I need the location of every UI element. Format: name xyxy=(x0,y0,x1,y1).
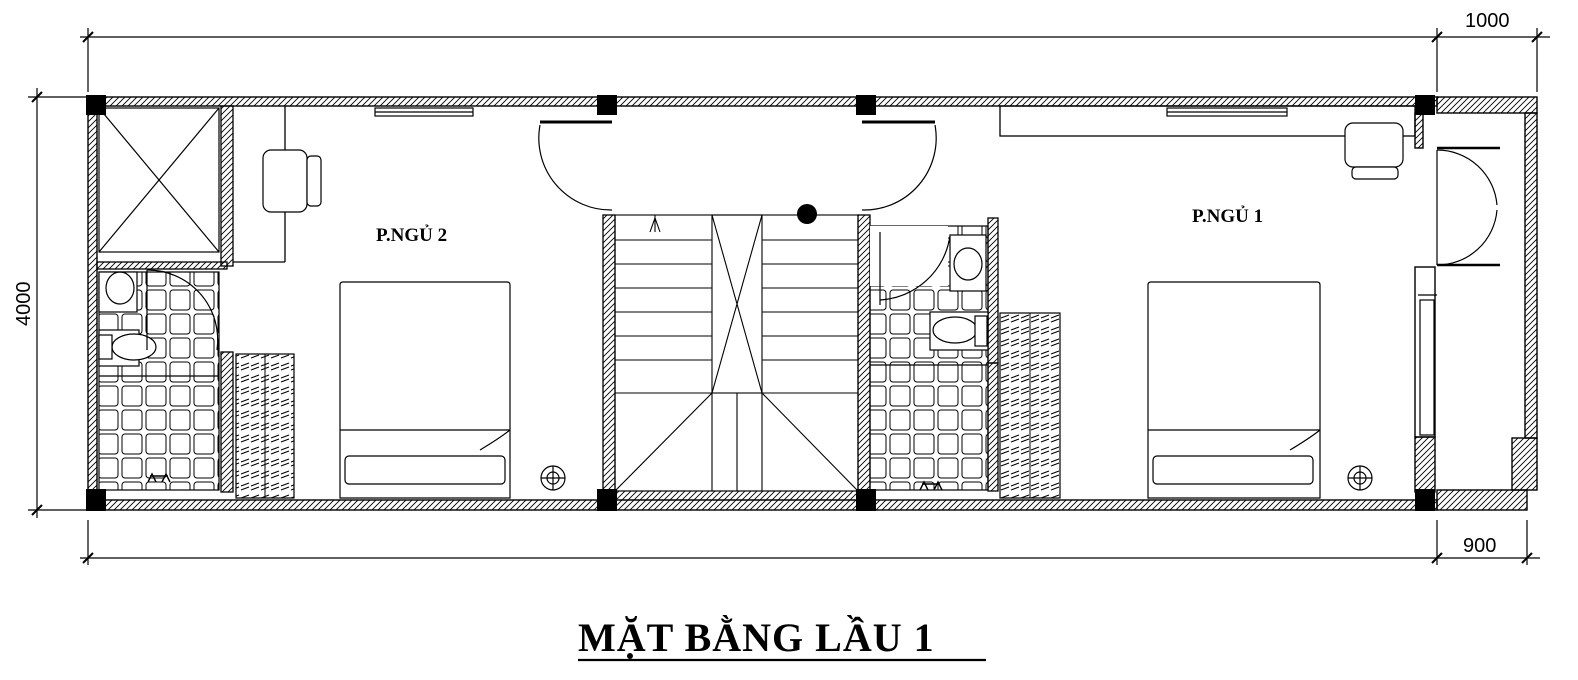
dim-label-left-height: 4000 xyxy=(13,282,35,327)
bedroom-2 xyxy=(262,107,613,499)
dim-label-top-right: 1000 xyxy=(1465,10,1510,32)
dimension-lines xyxy=(28,28,1550,565)
room-label-bedroom-2: P.NGỦ 2 xyxy=(376,224,447,246)
bedroom-1 xyxy=(1147,107,1500,499)
bathroom-right xyxy=(869,225,989,491)
interior-walls xyxy=(96,105,1416,493)
bedroom-1-door xyxy=(861,120,937,211)
staircase xyxy=(614,214,859,501)
structural-columns xyxy=(86,95,1435,511)
drawing-title: MẶT BẰNG LẦU 1 xyxy=(578,615,935,660)
bathroom-left xyxy=(98,107,220,491)
room-label-bedroom-1: P.NGỦ 1 xyxy=(1192,205,1263,227)
stair-post xyxy=(797,204,817,224)
dim-label-bottom-right: 900 xyxy=(1463,535,1496,557)
